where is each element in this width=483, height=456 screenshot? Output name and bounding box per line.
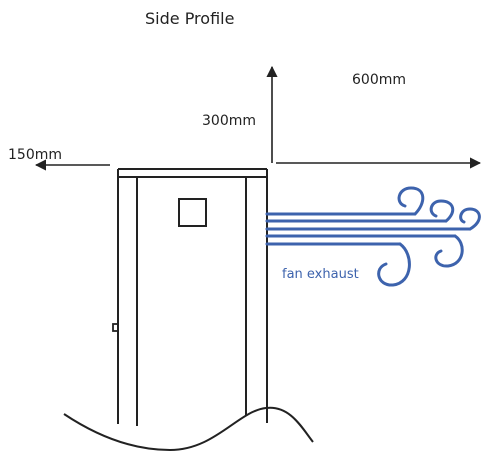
top-clearance-label: 300mm [202,113,256,129]
left-clearance-label: 150mm [8,147,62,163]
cabinet-latch [112,323,119,332]
airflow-curl-right [459,207,481,231]
diagram-title: Side Profile [145,9,235,28]
airflow-curl-top [397,186,425,216]
airflow-curl-middle [429,199,455,223]
fan-exhaust-airflow [265,186,481,287]
cabinet-vent-square [178,198,207,227]
fan-exhaust-label: fan exhaust [282,267,359,282]
airflow-curl-lower [434,234,464,268]
right-clearance-label: 600mm [352,72,406,88]
airflow-curl-bottom [377,242,411,287]
ground-curve [63,406,314,452]
cabinet [63,168,314,452]
